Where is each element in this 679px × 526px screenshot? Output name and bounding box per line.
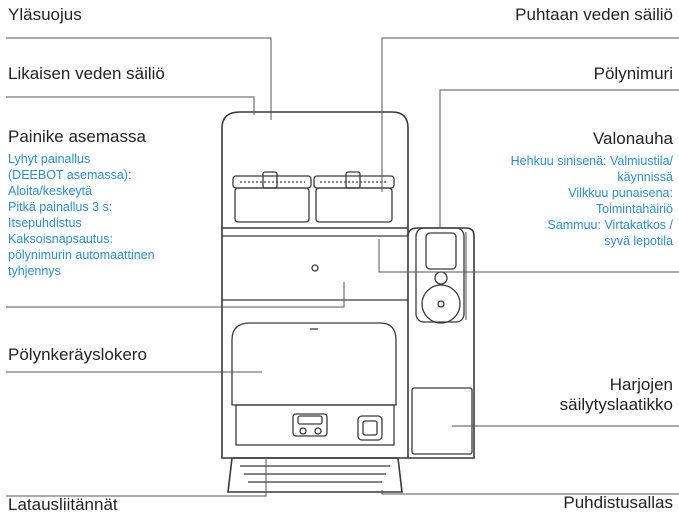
label-brush-storage: Harjojen säilytyslaatikko (560, 375, 673, 416)
light-info-line: Hehkuu sinisenä: Valmiustila/ (510, 154, 673, 168)
dust-compartment-shape (231, 322, 397, 406)
label-clean-water-tank: Puhtaan veden säiliö (515, 5, 673, 24)
button-info-line: Kaksoisnapsautus: (8, 232, 113, 246)
button-info-line: (DEEBOT asemassa): (8, 168, 132, 182)
side-unit-shape (407, 227, 475, 459)
light-info-line: syvä lepotila (604, 234, 673, 248)
light-info-line: Sammuu: Virtakatkos / (547, 218, 673, 232)
button-info-line: Aloita/keskeytä (8, 184, 93, 198)
top-cover-shape (221, 111, 409, 228)
button-info-line: Itsepuhdistus (8, 216, 82, 230)
clean-water-tank-shape (313, 171, 395, 223)
label-light-strip: Valonauha (592, 129, 673, 148)
button-info-line: pölynimurin automaattinen (8, 248, 155, 262)
callout-lines (6, 37, 679, 497)
button-info: Lyhyt painallus (DEEBOT asemassa): Aloit… (8, 151, 155, 279)
label-dirty-water-tank: Likaisen veden säiliö (8, 64, 165, 83)
label-dust-vacuum: Pölynimuri (593, 64, 673, 83)
button-info-line: tyhjennys (8, 264, 61, 278)
label-washboard: Puhdistusallas (563, 493, 673, 512)
washboard-shape (227, 457, 403, 493)
light-info: Hehkuu sinisenä: Valmiustila/ käynnissä … (511, 153, 673, 249)
label-brush-storage-line: säilytyslaatikko (559, 395, 673, 415)
label-top-cover: Yläsuojus (8, 5, 82, 24)
label-station-button: Painike asemassa (8, 127, 146, 146)
light-info-line: käynnissä (617, 170, 673, 184)
dust-vacuum-shape (415, 227, 465, 323)
label-charging-contacts: Latausliitännät (8, 495, 118, 514)
label-dust-bag-compartment: Pölynkeräyslokero (8, 345, 147, 364)
light-info-line: Toimintahäiriö (595, 202, 673, 216)
label-brush-storage-line: Harjojen (609, 375, 673, 394)
button-info-line: Pitkä painallus 3 s: (8, 200, 113, 214)
dirty-water-tank-shape (232, 171, 312, 223)
light-info-line: Vilkkuu punaisena: (568, 186, 673, 200)
brush-storage-shape (411, 387, 473, 455)
button-info-line: Lyhyt painallus (8, 152, 91, 166)
charging-contacts-shape (292, 413, 328, 437)
